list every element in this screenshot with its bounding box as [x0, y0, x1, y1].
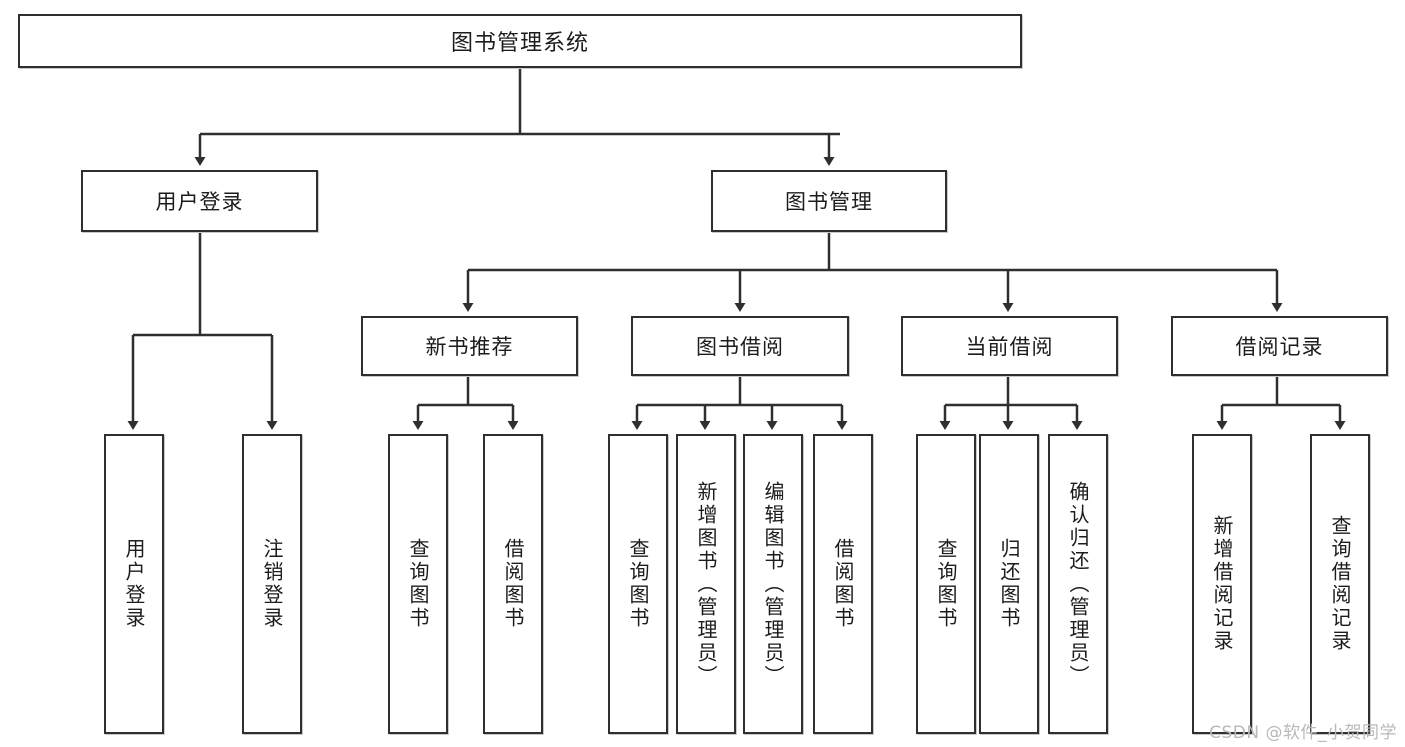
- edge-group-new-book-rec: [412, 376, 519, 430]
- node-new-book-recommend-label: 新书推荐: [425, 335, 514, 359]
- node-leaf-user-logout-label: 注销登录: [260, 538, 284, 630]
- node-leaf-add-book-label: 新增图书（管理员）: [694, 480, 718, 688]
- node-leaf-add-book[interactable]: 新增图书（管理员）: [676, 434, 736, 734]
- edge-group-borrow-record: [1216, 376, 1346, 430]
- node-user-login[interactable]: 用户登录: [81, 170, 318, 232]
- edge-group-book-borrow: [631, 376, 848, 430]
- node-book-borrow[interactable]: 图书借阅: [631, 316, 849, 376]
- node-leaf-query-book-current[interactable]: 查询图书: [916, 434, 976, 734]
- node-current-borrow[interactable]: 当前借阅: [901, 316, 1118, 376]
- edge-group-book-manage: [462, 232, 1283, 312]
- node-leaf-user-login[interactable]: 用户登录: [104, 434, 164, 734]
- node-book-manage-label: 图书管理: [785, 190, 873, 214]
- node-borrow-record[interactable]: 借阅记录: [1171, 316, 1388, 376]
- node-new-book-recommend[interactable]: 新书推荐: [361, 316, 578, 376]
- node-leaf-query-book-borrow-label: 查询图书: [626, 538, 650, 630]
- node-user-login-label: 用户登录: [155, 190, 244, 214]
- edge-group-root: [194, 68, 840, 166]
- node-leaf-query-book-recommend[interactable]: 查询图书: [388, 434, 448, 734]
- node-book-manage[interactable]: 图书管理: [711, 170, 947, 232]
- node-leaf-query-borrow-record-label: 查询借阅记录: [1328, 515, 1352, 653]
- node-leaf-add-borrow-record-label: 新增借阅记录: [1210, 515, 1234, 653]
- node-leaf-borrow-book-recommend-label: 借阅图书: [501, 538, 525, 630]
- node-root[interactable]: 图书管理系统: [18, 14, 1022, 68]
- edge-group-user-login: [127, 232, 278, 430]
- csdn-watermark: CSDN @软件_小贺同学: [1209, 723, 1397, 743]
- node-leaf-borrow-book-recommend[interactable]: 借阅图书: [483, 434, 543, 734]
- node-leaf-query-borrow-record[interactable]: 查询借阅记录: [1310, 434, 1370, 734]
- node-root-label: 图书管理系统: [450, 31, 589, 56]
- node-leaf-return-book-label: 归还图书: [997, 538, 1021, 630]
- edge-group-current-borrow: [939, 376, 1083, 430]
- node-leaf-query-book-borrow[interactable]: 查询图书: [608, 434, 668, 734]
- node-leaf-confirm-return-label: 确认归还（管理员）: [1066, 480, 1090, 688]
- node-leaf-user-logout[interactable]: 注销登录: [242, 434, 302, 734]
- node-leaf-return-book[interactable]: 归还图书: [979, 434, 1039, 734]
- node-leaf-query-book-recommend-label: 查询图书: [406, 538, 430, 630]
- node-borrow-record-label: 借阅记录: [1235, 335, 1324, 359]
- node-current-borrow-label: 当前借阅: [965, 335, 1054, 359]
- node-leaf-user-login-label: 用户登录: [122, 538, 146, 630]
- node-leaf-edit-book[interactable]: 编辑图书（管理员）: [743, 434, 803, 734]
- node-leaf-confirm-return[interactable]: 确认归还（管理员）: [1048, 434, 1108, 734]
- node-book-borrow-label: 图书借阅: [696, 335, 784, 359]
- node-leaf-borrow-book[interactable]: 借阅图书: [813, 434, 873, 734]
- node-leaf-edit-book-label: 编辑图书（管理员）: [761, 480, 785, 688]
- node-leaf-query-book-current-label: 查询图书: [934, 538, 958, 630]
- node-leaf-add-borrow-record[interactable]: 新增借阅记录: [1192, 434, 1252, 734]
- node-leaf-borrow-book-label: 借阅图书: [831, 538, 855, 630]
